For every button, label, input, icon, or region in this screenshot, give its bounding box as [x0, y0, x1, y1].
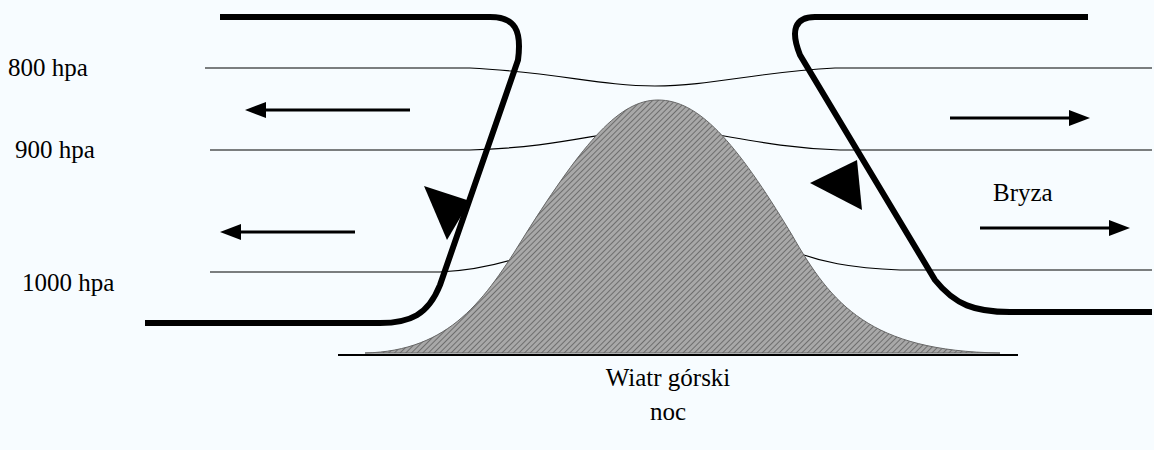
arrowhead	[810, 160, 862, 210]
isobar-line	[205, 68, 1152, 86]
caption-text: noc	[650, 398, 686, 426]
pressure-label: 800 hpa	[8, 54, 88, 82]
circulation-line	[795, 17, 1152, 312]
ground-line	[338, 354, 1018, 356]
wind-arrows	[220, 102, 1130, 240]
arrowhead	[424, 186, 470, 240]
caption-text: Wiatr górski	[606, 364, 731, 392]
pressure-label: 900 hpa	[15, 136, 95, 164]
circulation-line	[145, 17, 519, 323]
wind-label: Bryza	[993, 179, 1053, 207]
pressure-label: 1000 hpa	[22, 269, 114, 297]
